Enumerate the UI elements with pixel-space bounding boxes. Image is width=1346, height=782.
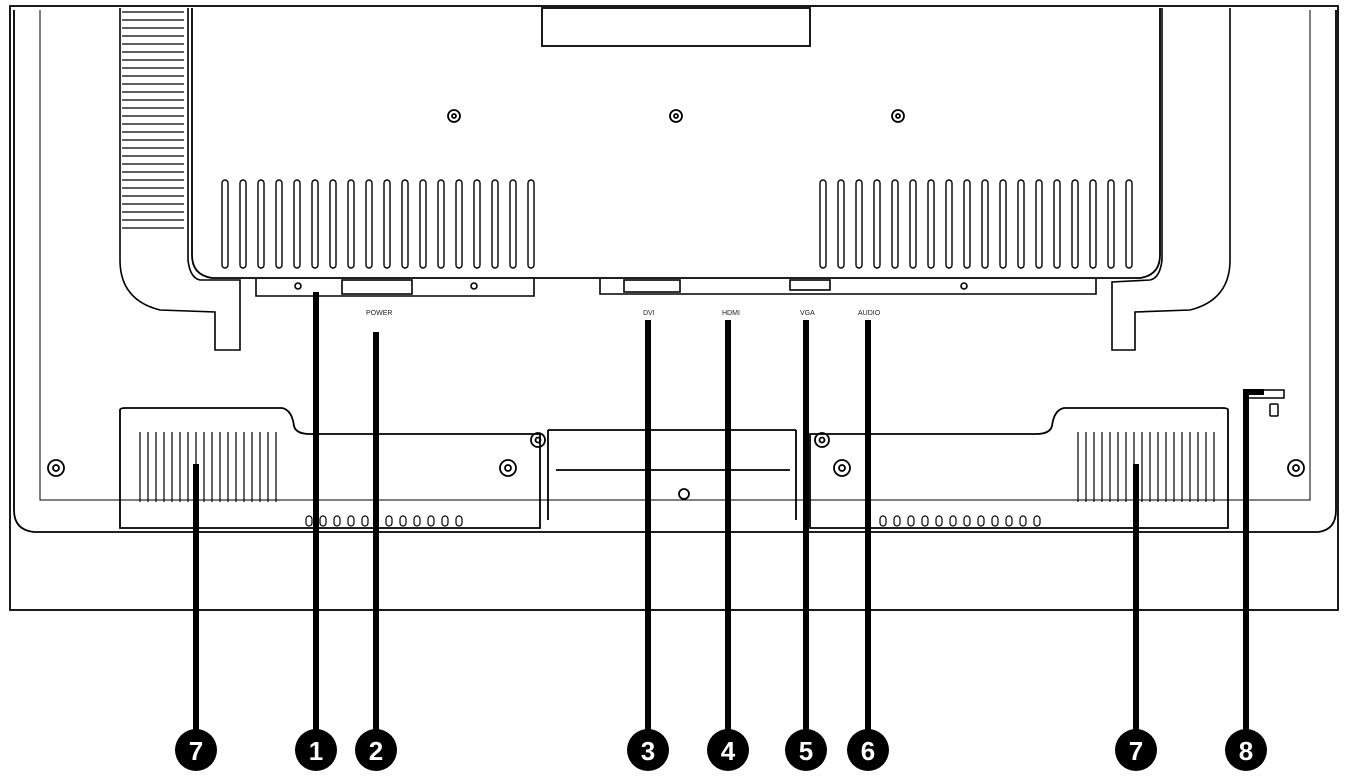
callout-3: 3 xyxy=(627,729,669,771)
speaker-grilles xyxy=(139,432,1215,502)
stand-arms xyxy=(119,8,1231,351)
svg-text:1: 1 xyxy=(309,736,323,766)
left-vent-slats xyxy=(122,11,184,229)
leader-lines xyxy=(193,292,1264,730)
leader-line-8 xyxy=(1243,389,1264,730)
svg-text:7: 7 xyxy=(189,736,203,766)
housing-screws xyxy=(47,432,1305,477)
mounting-screws xyxy=(447,109,905,123)
callout-8: 8 xyxy=(1225,729,1267,771)
bottom-vent-dots xyxy=(305,515,1041,527)
monitor-body xyxy=(9,5,1339,611)
lower-housing xyxy=(119,407,1229,529)
svg-text:2: 2 xyxy=(369,736,383,766)
power-port-label: POWER xyxy=(366,310,392,317)
connector-strip xyxy=(255,278,1097,297)
central-panel xyxy=(191,7,1161,279)
callout-5: 5 xyxy=(785,729,827,771)
svg-text:6: 6 xyxy=(861,736,875,766)
vga-port-label: VGA xyxy=(800,310,815,317)
audio-port-label: AUDIO xyxy=(858,310,881,317)
svg-text:3: 3 xyxy=(641,736,655,766)
svg-text:7: 7 xyxy=(1129,736,1143,766)
callout-6: 6 xyxy=(847,729,889,771)
callout-4: 4 xyxy=(707,729,749,771)
central-vent-slots xyxy=(221,179,1133,269)
callout-2: 2 xyxy=(355,729,397,771)
svg-text:8: 8 xyxy=(1239,736,1253,766)
callout-7-right: 7 xyxy=(1115,729,1157,771)
callout-7-left: 7 xyxy=(175,729,217,771)
svg-text:4: 4 xyxy=(721,736,736,766)
hdmi-port-label: HDMI xyxy=(722,310,740,317)
dvi-port-label: DVI xyxy=(643,310,655,317)
svg-text:5: 5 xyxy=(799,736,813,766)
callouts: 7 1 2 3 4 5 6 7 xyxy=(175,729,1267,771)
callout-1: 1 xyxy=(295,729,337,771)
